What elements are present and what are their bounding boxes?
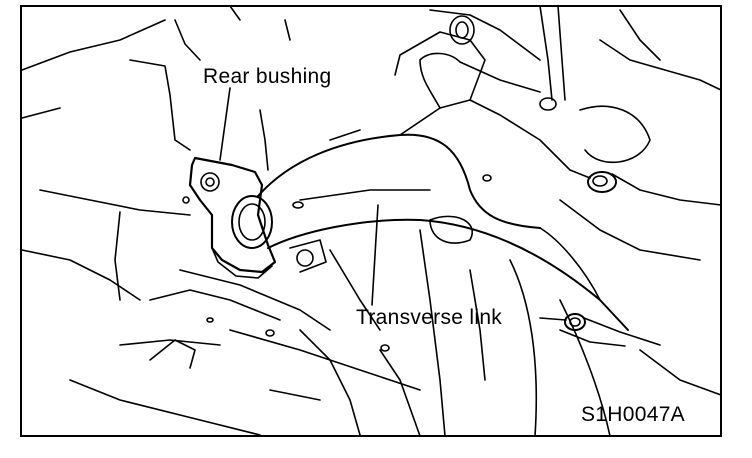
rear-bushing — [231, 195, 327, 273]
underbody-panel-lines — [21, 5, 361, 436]
callout-rear-bushing: Rear bushing — [203, 65, 332, 88]
transverse-link-arm — [257, 31, 629, 331]
figure-frame — [20, 5, 722, 437]
callout-leaders — [219, 87, 567, 321]
upper-mount — [429, 5, 722, 164]
figure-code: S1H0047A — [581, 403, 685, 426]
rear-bushing-bracket — [182, 156, 277, 279]
front-bushing — [559, 171, 722, 347]
callout-transverse-link: Transverse link — [356, 306, 503, 329]
crossmember-lines — [206, 229, 722, 437]
